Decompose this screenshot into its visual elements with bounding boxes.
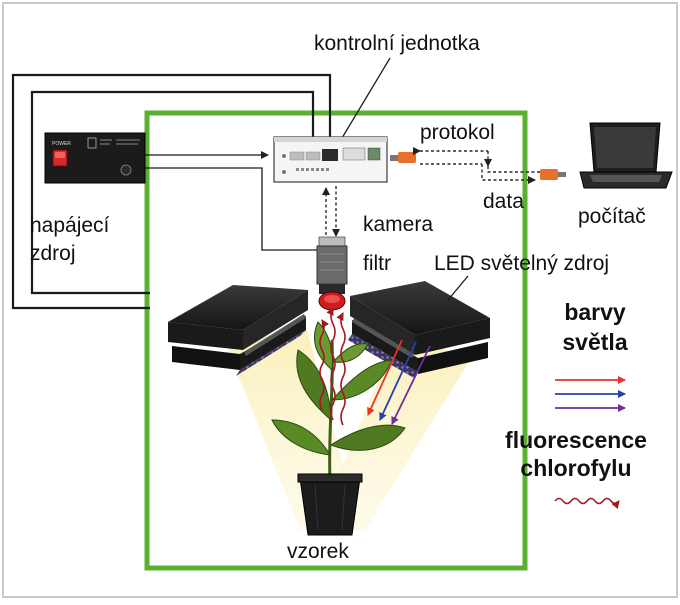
computer-label: počítač bbox=[578, 205, 646, 228]
legend-light-title-1: barvy bbox=[564, 299, 626, 325]
filter-label: filtr bbox=[363, 252, 391, 275]
filter-icon bbox=[318, 291, 346, 311]
protocol-label: protokol bbox=[420, 121, 495, 144]
led-panel-icon-left bbox=[168, 285, 308, 376]
pot-icon bbox=[297, 473, 363, 536]
laptop-connector-icon bbox=[540, 169, 566, 180]
legend-fluorescence-title-2: chlorofylu bbox=[520, 455, 632, 481]
sample-label: vzorek bbox=[287, 540, 349, 563]
controller-leader-line bbox=[341, 57, 391, 139]
controller-label: kontrolní jednotka bbox=[314, 32, 480, 55]
outer-border bbox=[2, 2, 678, 598]
camera-icon bbox=[316, 236, 348, 294]
legend-fluorescence-title-1: fluorescence bbox=[505, 427, 647, 453]
led-source-label: LED světelný zdroj bbox=[434, 252, 610, 275]
power-supply-icon bbox=[44, 132, 146, 184]
laptop-icon bbox=[579, 122, 673, 189]
data-label: data bbox=[483, 190, 524, 213]
enclosure-frame bbox=[144, 110, 528, 571]
controller-box-icon bbox=[273, 136, 388, 183]
fluorescence-arrows bbox=[319, 307, 346, 426]
led-panel-icon-right bbox=[348, 281, 490, 378]
data-link bbox=[413, 147, 540, 184]
camera-link bbox=[322, 186, 340, 237]
excitation-arrows bbox=[367, 339, 431, 425]
power-cables bbox=[11, 73, 332, 310]
power-supply-label-2: zdroj bbox=[30, 242, 76, 265]
power-switch-label: POWER bbox=[52, 141, 71, 147]
camera-label: kamera bbox=[363, 213, 434, 236]
led-leader-line bbox=[447, 275, 469, 301]
legend-light-colors bbox=[555, 376, 626, 412]
legend-light-title-2: světla bbox=[562, 329, 628, 355]
legend-fluorescence-arrow bbox=[554, 497, 620, 509]
power-supply-label-1: napájecí bbox=[30, 214, 110, 237]
controller-connector-icon bbox=[390, 152, 416, 163]
